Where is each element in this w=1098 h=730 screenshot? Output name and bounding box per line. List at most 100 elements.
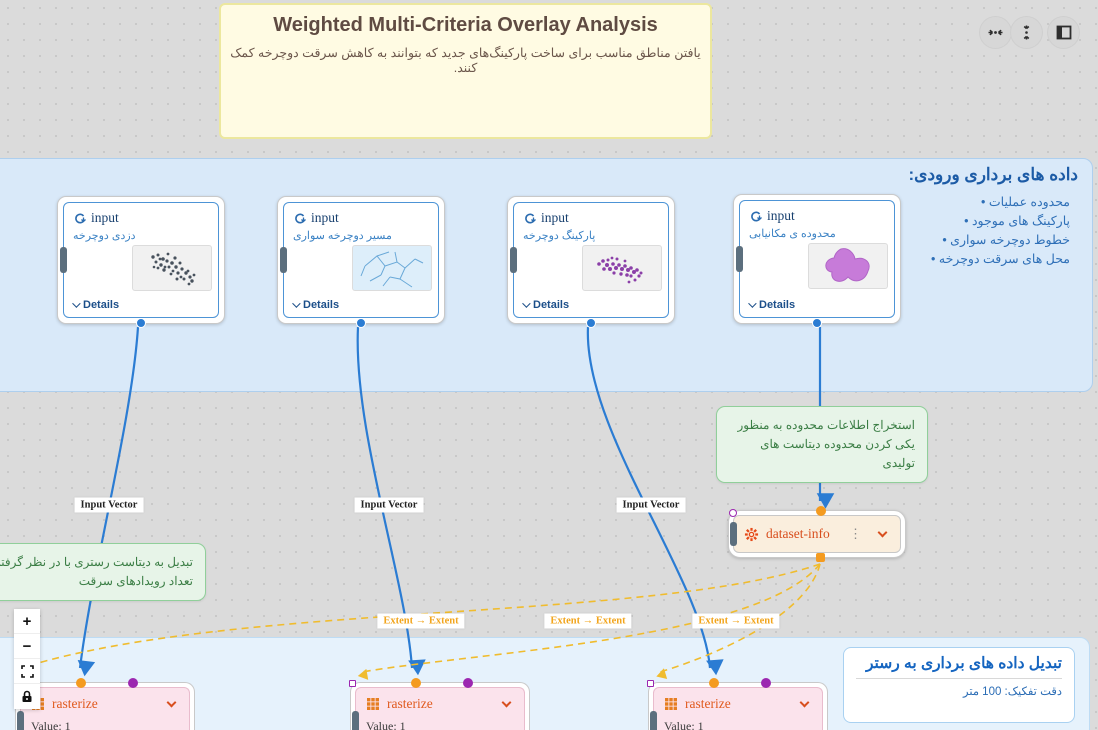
chevron-down-icon[interactable] bbox=[877, 527, 888, 538]
details-label: Details bbox=[759, 299, 796, 311]
output-port[interactable] bbox=[136, 318, 146, 328]
canvas-controls: + − bbox=[14, 609, 40, 709]
node-type-label: input bbox=[541, 210, 569, 225]
node-body: rasterize Value: 1 bbox=[16, 687, 190, 730]
chevron-down-icon bbox=[292, 299, 301, 308]
node-drag-handle[interactable] bbox=[729, 522, 737, 546]
node-value: Value: 1 bbox=[31, 719, 71, 730]
node-drag-handle[interactable] bbox=[59, 247, 67, 273]
extent-output-port[interactable] bbox=[816, 553, 825, 562]
node-drag-handle[interactable] bbox=[279, 247, 287, 273]
details-toggle[interactable]: Details bbox=[292, 299, 339, 311]
zoom-in-button[interactable]: + bbox=[14, 609, 40, 634]
import-icon bbox=[751, 211, 762, 221]
bullet-item: • پارکینگ های موجود bbox=[964, 214, 1070, 228]
aux-port[interactable] bbox=[463, 678, 473, 688]
details-label: Details bbox=[83, 299, 120, 311]
zoom-out-button[interactable]: − bbox=[14, 634, 40, 659]
input-port[interactable] bbox=[411, 678, 421, 688]
chevron-down-icon bbox=[522, 299, 531, 308]
node-rasterize-1[interactable]: rasterize Value: 1 bbox=[14, 678, 195, 730]
node-value: Value: 1 bbox=[664, 719, 704, 730]
node-label: rasterize bbox=[52, 696, 98, 711]
thumbnail-parking-points bbox=[582, 245, 662, 291]
kebab-menu-icon[interactable]: ⋮ bbox=[849, 526, 862, 541]
node-drag-handle[interactable] bbox=[509, 247, 517, 273]
node-input-bike-parking[interactable]: input پارکینگ دوچرخه Details bbox=[507, 196, 675, 328]
aux-port[interactable] bbox=[761, 678, 771, 688]
bullet-item: • خطوط دوچرخه سواری bbox=[942, 233, 1070, 247]
node-input-boundary[interactable]: input محدوده ی مکانیابی Details bbox=[733, 194, 901, 328]
edge-label-extent: Extent → Extent bbox=[377, 613, 465, 629]
details-toggle[interactable]: Details bbox=[748, 299, 795, 311]
annotation-rasterize: تبدیل به دیتاست رستری با در نظر گرفتن تع… bbox=[0, 543, 206, 601]
panel-toggle-button[interactable] bbox=[1048, 17, 1079, 48]
node-dataset-info[interactable]: dataset-info ⋮ bbox=[728, 506, 906, 562]
node-sublabel: مسیر دوچرخه سواری bbox=[293, 230, 392, 242]
node-sublabel: دزدی دوچرخه bbox=[73, 230, 136, 242]
node-body: input محدوده ی مکانیابی Details bbox=[735, 200, 895, 328]
thumbnail-boundary-polygon bbox=[808, 243, 888, 289]
distribute-horizontal-button[interactable] bbox=[980, 17, 1011, 48]
details-toggle[interactable]: Details bbox=[522, 299, 569, 311]
node-value: Value: 1 bbox=[366, 719, 406, 730]
output-port[interactable] bbox=[586, 318, 596, 328]
node-type-label: input bbox=[311, 210, 339, 225]
node-rasterize-3[interactable]: rasterize Value: 1 bbox=[647, 678, 828, 730]
node-rasterize-2[interactable]: rasterize Value: 1 bbox=[349, 678, 530, 730]
node-drag-handle[interactable] bbox=[649, 711, 657, 730]
node-sublabel: محدوده ی مکانیابی bbox=[749, 228, 836, 240]
import-icon bbox=[295, 213, 306, 223]
node-input-theft[interactable]: input دزدی دوچرخه Details bbox=[57, 196, 225, 328]
chevron-down-icon[interactable] bbox=[799, 697, 810, 708]
node-label: rasterize bbox=[387, 696, 433, 711]
import-icon bbox=[525, 213, 536, 223]
details-toggle[interactable]: Details bbox=[72, 299, 119, 311]
chevron-down-icon[interactable] bbox=[166, 697, 177, 708]
fit-view-icon bbox=[20, 664, 34, 678]
grid-icon bbox=[665, 698, 677, 710]
node-body: rasterize Value: 1 bbox=[351, 687, 525, 730]
node-body: rasterize Value: 1 bbox=[649, 687, 823, 730]
node-drag-handle[interactable] bbox=[16, 711, 24, 730]
details-label: Details bbox=[533, 299, 570, 311]
workflow-note: Weighted Multi-Criteria Overlay Analysis… bbox=[219, 3, 712, 139]
raster-region-title: تبدیل داده های برداری به رستر bbox=[856, 654, 1062, 679]
node-label: rasterize bbox=[685, 696, 731, 711]
lock-icon bbox=[22, 690, 32, 702]
distribute-vertical-icon bbox=[1023, 25, 1030, 40]
fit-view-button[interactable] bbox=[14, 659, 40, 684]
node-body: input مسیر دوچرخه سواری Details bbox=[279, 202, 439, 328]
node-drag-handle[interactable] bbox=[351, 711, 359, 730]
edge-label-input-vector: Input Vector bbox=[616, 497, 686, 513]
edge-label-input-vector: Input Vector bbox=[354, 497, 424, 513]
aux-port[interactable] bbox=[729, 509, 737, 517]
chevron-down-icon[interactable] bbox=[501, 697, 512, 708]
aux-port[interactable] bbox=[128, 678, 138, 688]
chevron-down-icon bbox=[748, 299, 757, 308]
bullet-item: • محل های سرقت دوچرخه bbox=[931, 252, 1070, 266]
details-label: Details bbox=[303, 299, 340, 311]
lock-button[interactable] bbox=[14, 684, 40, 709]
raster-region-subtitle: دقت تفکیک: 100 متر bbox=[963, 686, 1062, 698]
thumbnail-theft-points bbox=[132, 245, 212, 291]
gear-icon bbox=[744, 527, 759, 541]
node-sublabel: پارکینگ دوچرخه bbox=[523, 230, 596, 242]
extent-input-port[interactable] bbox=[647, 680, 654, 687]
output-port[interactable] bbox=[812, 318, 822, 328]
node-type-label: input bbox=[767, 208, 795, 223]
input-port[interactable] bbox=[76, 678, 86, 688]
edge-label-input-vector: Input Vector bbox=[74, 497, 144, 513]
node-drag-handle[interactable] bbox=[735, 246, 743, 272]
extent-input-port[interactable] bbox=[349, 680, 356, 687]
output-port[interactable] bbox=[356, 318, 366, 328]
distribute-vertical-button[interactable] bbox=[1011, 17, 1042, 48]
input-port[interactable] bbox=[709, 678, 719, 688]
input-region-bullet-list: • محدوده عملیات • پارکینگ های موجود • خط… bbox=[931, 193, 1070, 269]
node-input-bike-routes[interactable]: input مسیر دوچرخه سواری Details bbox=[277, 196, 445, 328]
distribute-horizontal-icon bbox=[988, 29, 1003, 36]
panel-toggle-icon bbox=[1056, 25, 1071, 40]
workflow-title: Weighted Multi-Criteria Overlay Analysis bbox=[273, 14, 658, 36]
node-body: dataset-info ⋮ bbox=[729, 515, 901, 553]
input-port[interactable] bbox=[816, 506, 826, 516]
